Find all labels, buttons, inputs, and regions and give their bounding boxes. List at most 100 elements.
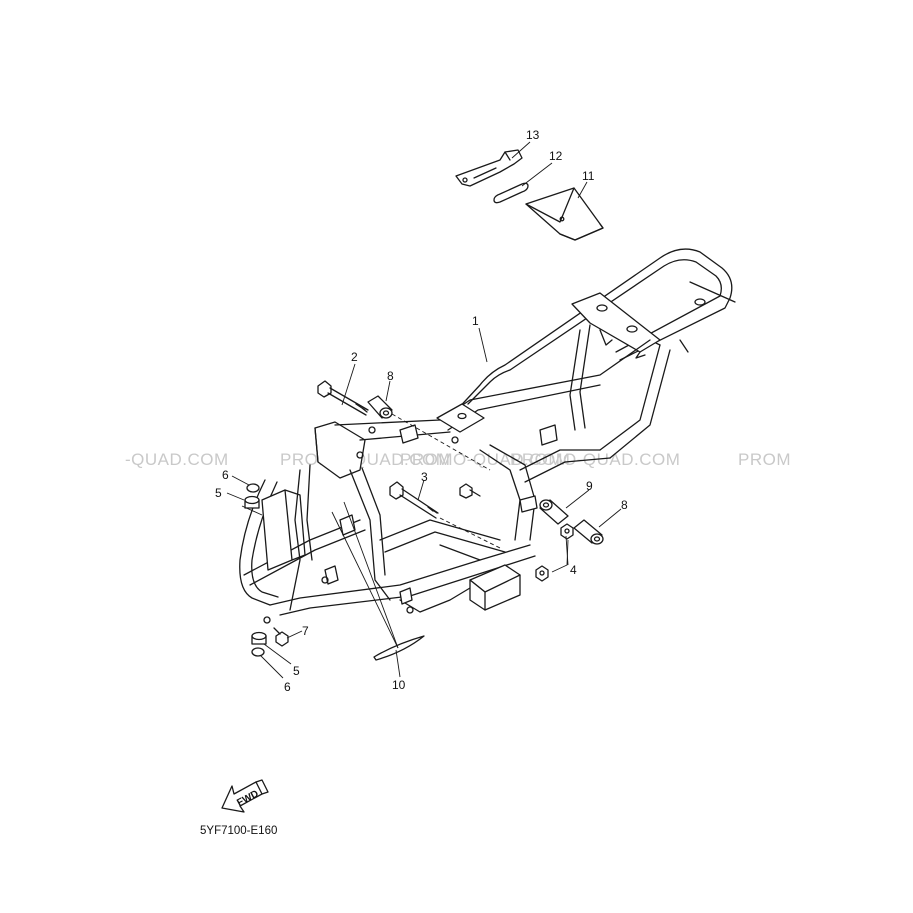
bolt-thread: [427, 506, 438, 514]
upper-front-tube: [334, 419, 441, 426]
leader-line: [521, 162, 553, 187]
callout-10: 10: [392, 678, 406, 692]
callout-9: 9: [586, 479, 593, 493]
callout-5: 5: [293, 664, 300, 678]
wrench-slot: [473, 167, 497, 179]
rack-hole: [596, 304, 608, 312]
rear-down-tube: [579, 324, 591, 429]
bolt-shaft: [399, 494, 437, 519]
bolt-3: [389, 481, 439, 519]
bracket-hole: [457, 412, 467, 420]
callout-8: 8: [621, 498, 628, 512]
leader-lines: [226, 141, 622, 679]
rear-down-tube: [609, 349, 671, 459]
leader-line: [577, 181, 588, 199]
collar-bore: [382, 410, 390, 416]
lower-bracket-edge: [484, 574, 521, 611]
assembly-line: [439, 517, 501, 549]
bag-snap: [559, 216, 565, 222]
callout-6: 6: [284, 680, 291, 694]
leader-line: [565, 489, 590, 509]
collar-bore: [542, 502, 550, 508]
leader-line: [260, 655, 284, 679]
frame-hole: [406, 606, 414, 614]
lower-rail: [269, 544, 531, 606]
ring-6: [246, 483, 260, 493]
leader-line: [343, 501, 399, 649]
head-plate: [314, 421, 366, 479]
nut-bore: [564, 528, 570, 534]
pivot-tube: [479, 449, 521, 541]
bag-flap: [525, 187, 575, 223]
collar-bore: [593, 536, 601, 542]
rear-rack-inner: [467, 259, 722, 405]
frame-hole: [451, 436, 459, 444]
leader-line: [478, 327, 488, 363]
assembly-line: [391, 413, 491, 471]
callout-13: 13: [526, 128, 540, 142]
fwd-arrow-shape: [221, 781, 263, 813]
diagram-code: 5YF7100-E160: [200, 825, 277, 837]
wrench-hole: [462, 177, 468, 183]
front-bumper-cross: [249, 529, 366, 586]
tool-bag-11: [525, 187, 604, 241]
pivot-bolt-shaft: [469, 489, 481, 497]
bolt-head: [275, 631, 289, 647]
front-down-tube: [289, 469, 301, 611]
nut-hex: [560, 523, 574, 540]
rack-cross-bar: [689, 281, 736, 303]
collar-5-top: [251, 631, 267, 641]
leader-line: [341, 363, 356, 406]
bolt-thread: [355, 403, 368, 413]
leader-line: [598, 508, 622, 528]
leader-line: [565, 535, 569, 566]
mount-tab: [339, 514, 356, 536]
front-panel-bracket: [261, 489, 293, 571]
callout-8: 8: [387, 369, 394, 383]
front-down-tube: [306, 464, 313, 561]
mount-tab: [519, 495, 538, 513]
callout-11: 11: [582, 169, 595, 183]
watermark-text: -QUAD.COM: [125, 450, 229, 469]
collar-end: [379, 407, 393, 419]
bolt-shaft: [327, 392, 367, 416]
band-12: [493, 182, 529, 204]
wrench-body: [455, 149, 523, 187]
callout-12: 12: [549, 149, 563, 163]
bolt-head: [389, 481, 404, 500]
leader-line: [226, 492, 245, 501]
mount-tab: [399, 424, 419, 444]
front-panel-bracket-edge: [284, 489, 306, 561]
leader-line: [511, 141, 531, 159]
rear-rack: [454, 248, 733, 413]
leader-line: [241, 505, 263, 516]
bolt-7: [273, 627, 289, 647]
grommet-upper: [244, 483, 260, 509]
head-plate-edge: [314, 427, 319, 463]
fwd-arrow-depth: [255, 779, 269, 795]
nut-bore: [539, 570, 545, 576]
pivot-tube: [519, 449, 601, 471]
callout-1: 1: [472, 314, 479, 328]
collar-9: [539, 499, 569, 525]
pivot-bolt: [459, 483, 473, 499]
callout-3: 3: [421, 470, 428, 484]
bolt-shaft: [273, 627, 281, 635]
callout-5: 5: [215, 486, 222, 500]
mid-cross-tube: [439, 544, 481, 561]
leader-line: [286, 630, 303, 639]
bag-body: [525, 187, 604, 241]
collar-5-top: [244, 495, 260, 505]
callouts: 1 2 3 4 5 5 6 6 7 8 8 9 10 11 12 13: [215, 128, 628, 694]
front-down-tube: [361, 467, 386, 576]
leader-line: [551, 539, 569, 573]
rack-hole: [626, 325, 638, 333]
rack-bracket: [599, 329, 613, 346]
bolt-shaft: [329, 387, 369, 411]
nut-hex: [535, 565, 549, 582]
grommet-lower: [251, 631, 267, 657]
mid-cross-tube: [384, 531, 506, 553]
mount-tab: [539, 424, 558, 446]
rack-bracket: [679, 339, 689, 353]
